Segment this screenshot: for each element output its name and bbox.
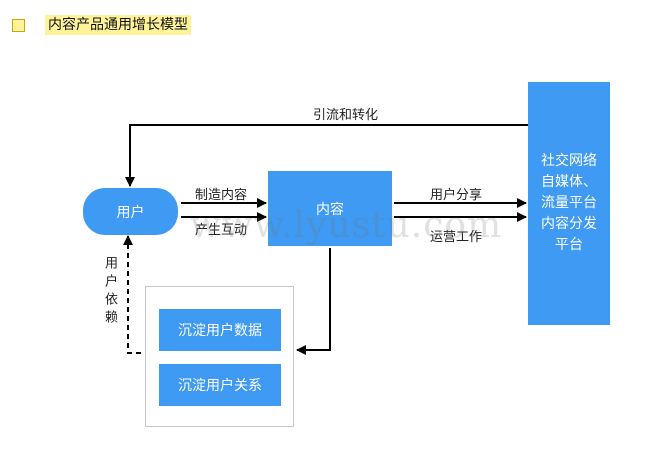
platform-line: 社交网络 (541, 153, 597, 169)
page-title: 内容产品通用增长模型 (45, 15, 191, 35)
watermark: www.lyustu.com (190, 205, 503, 246)
platform-line: 平台 (555, 237, 583, 253)
label-interaction: 产生互动 (195, 223, 248, 238)
label-traffic-conversion: 引流和转化 (313, 108, 379, 123)
label-user-dependence: 用户依赖 (102, 256, 117, 328)
title-marker-icon (12, 19, 25, 32)
node-platform: 社交网络 自媒体、 流量平台 内容分发 平台 (528, 82, 610, 325)
node-user-data: 沉淀用户数据 (159, 309, 281, 351)
label-operations: 运营工作 (430, 230, 483, 245)
node-user-relation: 沉淀用户关系 (159, 364, 281, 406)
arrow-traffic-conversion (125, 124, 528, 187)
platform-line: 流量平台 (541, 195, 597, 211)
platform-line: 内容分发 (541, 216, 597, 232)
arrow-content-to-data (296, 248, 331, 355)
platform-line: 自媒体、 (541, 174, 597, 190)
label-create-content: 制造内容 (195, 188, 248, 203)
node-user: 用户 (83, 188, 178, 235)
node-content: 内容 (268, 171, 392, 246)
arrow-user-dependence (123, 235, 150, 354)
label-user-share: 用户分享 (430, 188, 483, 203)
